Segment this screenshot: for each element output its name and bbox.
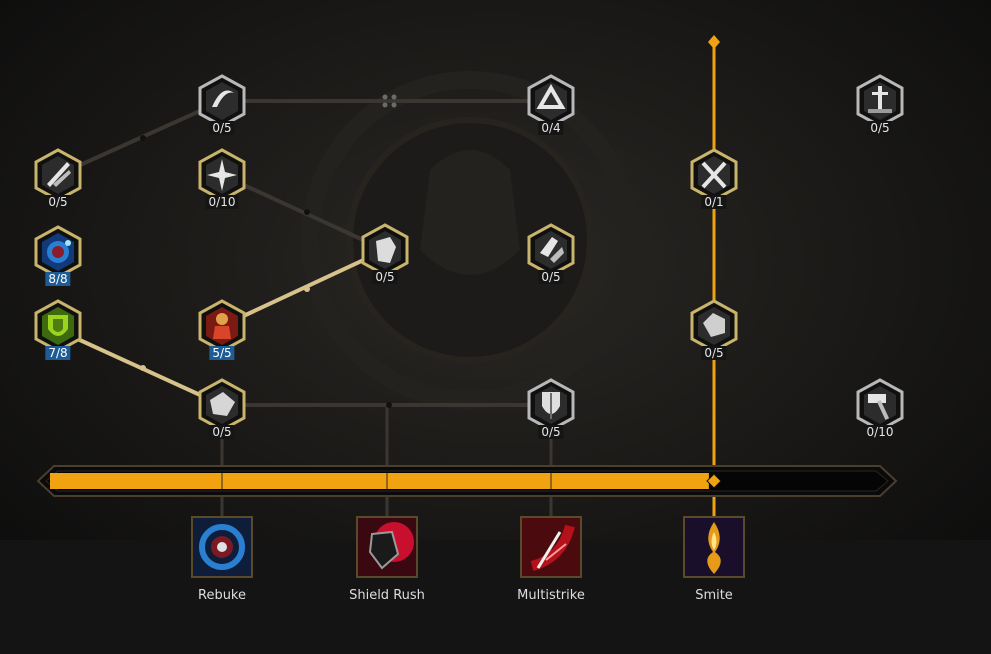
node-blue-orb[interactable]: 8/8 <box>33 225 83 286</box>
node-count: 0/5 <box>372 270 398 284</box>
star-burst-icon <box>198 148 246 202</box>
node-crossed-swords[interactable]: 0/1 <box>689 148 739 209</box>
node-star-burst[interactable]: 0/10 <box>197 148 247 209</box>
node-shield-bash[interactable]: 0/5 <box>197 378 247 439</box>
sword-in-ground-icon <box>856 74 904 128</box>
gauntlet-icon <box>361 223 409 277</box>
node-count: 0/5 <box>45 195 71 209</box>
node-slash[interactable]: 0/5 <box>197 74 247 135</box>
node-count: 0/5 <box>538 425 564 439</box>
slash-icon <box>198 74 246 128</box>
skill-frame <box>520 516 582 578</box>
node-count: 0/4 <box>538 121 564 135</box>
skill-label: Multistrike <box>517 588 585 603</box>
skill-rebuke[interactable]: Rebuke <box>191 516 253 603</box>
progress-track <box>36 465 898 497</box>
node-gauntlet[interactable]: 0/5 <box>360 223 410 284</box>
node-count: 5/5 <box>209 346 235 360</box>
blade-burst-icon <box>34 148 82 202</box>
node-count: 0/5 <box>701 346 727 360</box>
node-green-armor[interactable]: 7/8 <box>33 299 83 360</box>
node-blade-burst[interactable]: 0/5 <box>33 148 83 209</box>
node-count: 7/8 <box>45 346 71 360</box>
skill-shield-rush[interactable]: Shield Rush <box>349 516 425 603</box>
skill-multistrike[interactable]: Multistrike <box>517 516 585 603</box>
skill-frame <box>683 516 745 578</box>
skill-smite[interactable]: Smite <box>683 516 745 603</box>
node-armor-plate[interactable]: 0/5 <box>526 223 576 284</box>
node-shield[interactable]: 0/5 <box>526 378 576 439</box>
skill-frame <box>191 516 253 578</box>
blue-orb-icon <box>34 225 82 279</box>
red-warrior-icon <box>198 299 246 353</box>
smite-icon <box>685 518 743 576</box>
progress-bar <box>36 463 898 499</box>
shield-icon <box>527 378 575 432</box>
skill-frame <box>356 516 418 578</box>
node-count: 0/5 <box>867 121 893 135</box>
armor-plate-icon <box>527 223 575 277</box>
node-hammer[interactable]: 0/10 <box>855 378 905 439</box>
hammer-icon <box>856 378 904 432</box>
node-count: 0/5 <box>209 425 235 439</box>
skill-label: Rebuke <box>197 588 247 603</box>
green-armor-icon <box>34 299 82 353</box>
fist-icon <box>690 299 738 353</box>
whirlwind-icon <box>527 74 575 128</box>
node-count: 8/8 <box>45 272 71 286</box>
skill-label: Smite <box>695 588 733 603</box>
node-count: 0/1 <box>701 195 727 209</box>
shield-bash-icon <box>198 378 246 432</box>
node-count: 0/5 <box>538 270 564 284</box>
node-fist[interactable]: 0/5 <box>689 299 739 360</box>
rebuke-icon <box>193 518 251 576</box>
node-count: 0/10 <box>863 425 897 439</box>
progress-fill <box>50 473 709 489</box>
multistrike-icon <box>522 518 580 576</box>
node-whirlwind[interactable]: 0/4 <box>526 74 576 135</box>
node-count: 0/10 <box>205 195 239 209</box>
node-count: 0/5 <box>209 121 235 135</box>
node-red-warrior[interactable]: 5/5 <box>197 299 247 360</box>
shield-rush-icon <box>358 518 416 576</box>
crossed-swords-icon <box>690 148 738 202</box>
skill-label: Shield Rush <box>349 588 425 603</box>
node-sword-in-ground[interactable]: 0/5 <box>855 74 905 135</box>
